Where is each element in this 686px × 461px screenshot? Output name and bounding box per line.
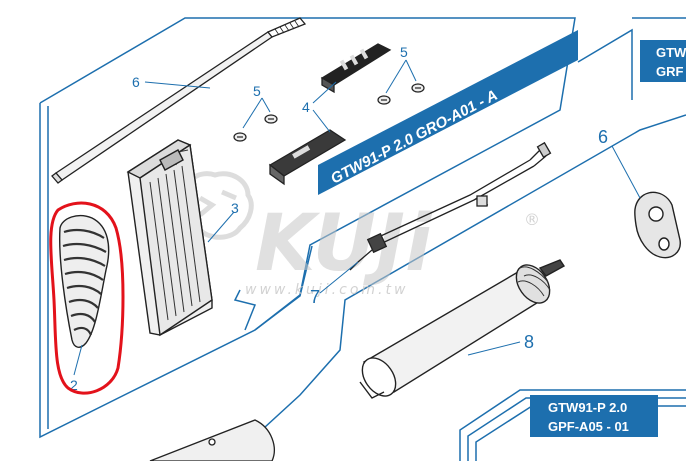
callout-8: 8 <box>524 332 534 352</box>
watermark-brand: KUJi <box>255 199 433 289</box>
part-6-cleaning-rod <box>51 17 307 184</box>
part-2-buttpad <box>58 214 110 348</box>
watermark-url: www.kuji.com.tw <box>245 282 408 298</box>
part-6-sling-plate <box>634 191 681 259</box>
callout-5-left: 5 <box>253 83 261 99</box>
callout-6-rod: 6 <box>132 74 140 90</box>
bottom-box-line1: GTW91-P 2.0 <box>548 400 627 415</box>
bottom-partial-tube <box>149 419 275 461</box>
callout-3: 3 <box>231 200 239 216</box>
part-4-rails <box>268 43 392 186</box>
watermark-registered: ® <box>524 210 540 229</box>
callout-2: 2 <box>70 377 78 393</box>
highlight-circle <box>49 201 125 395</box>
callout-4: 4 <box>302 99 310 115</box>
part-8-buffer-tube <box>359 259 566 399</box>
right-box-line2: GRF <box>656 64 684 79</box>
callout-7: 7 <box>310 287 320 307</box>
part-5-screws-left <box>233 114 278 142</box>
part-7-wiring <box>349 141 552 271</box>
callout-5-right: 5 <box>400 44 408 60</box>
right-box-line1: GTW <box>656 45 686 60</box>
part-3-magazine <box>126 139 213 337</box>
part-5-screws-right <box>377 83 425 105</box>
bottom-model-box: GTW91-P 2.0 GPF-A05 - 01 <box>530 395 658 437</box>
main-banner-label: GTW91-P 2.0 GRO-A01 - A <box>328 87 500 188</box>
right-model-box: GTW GRF <box>640 40 686 82</box>
bottom-box-line2: GPF-A05 - 01 <box>548 419 629 434</box>
callout-6-plate: 6 <box>598 127 608 147</box>
